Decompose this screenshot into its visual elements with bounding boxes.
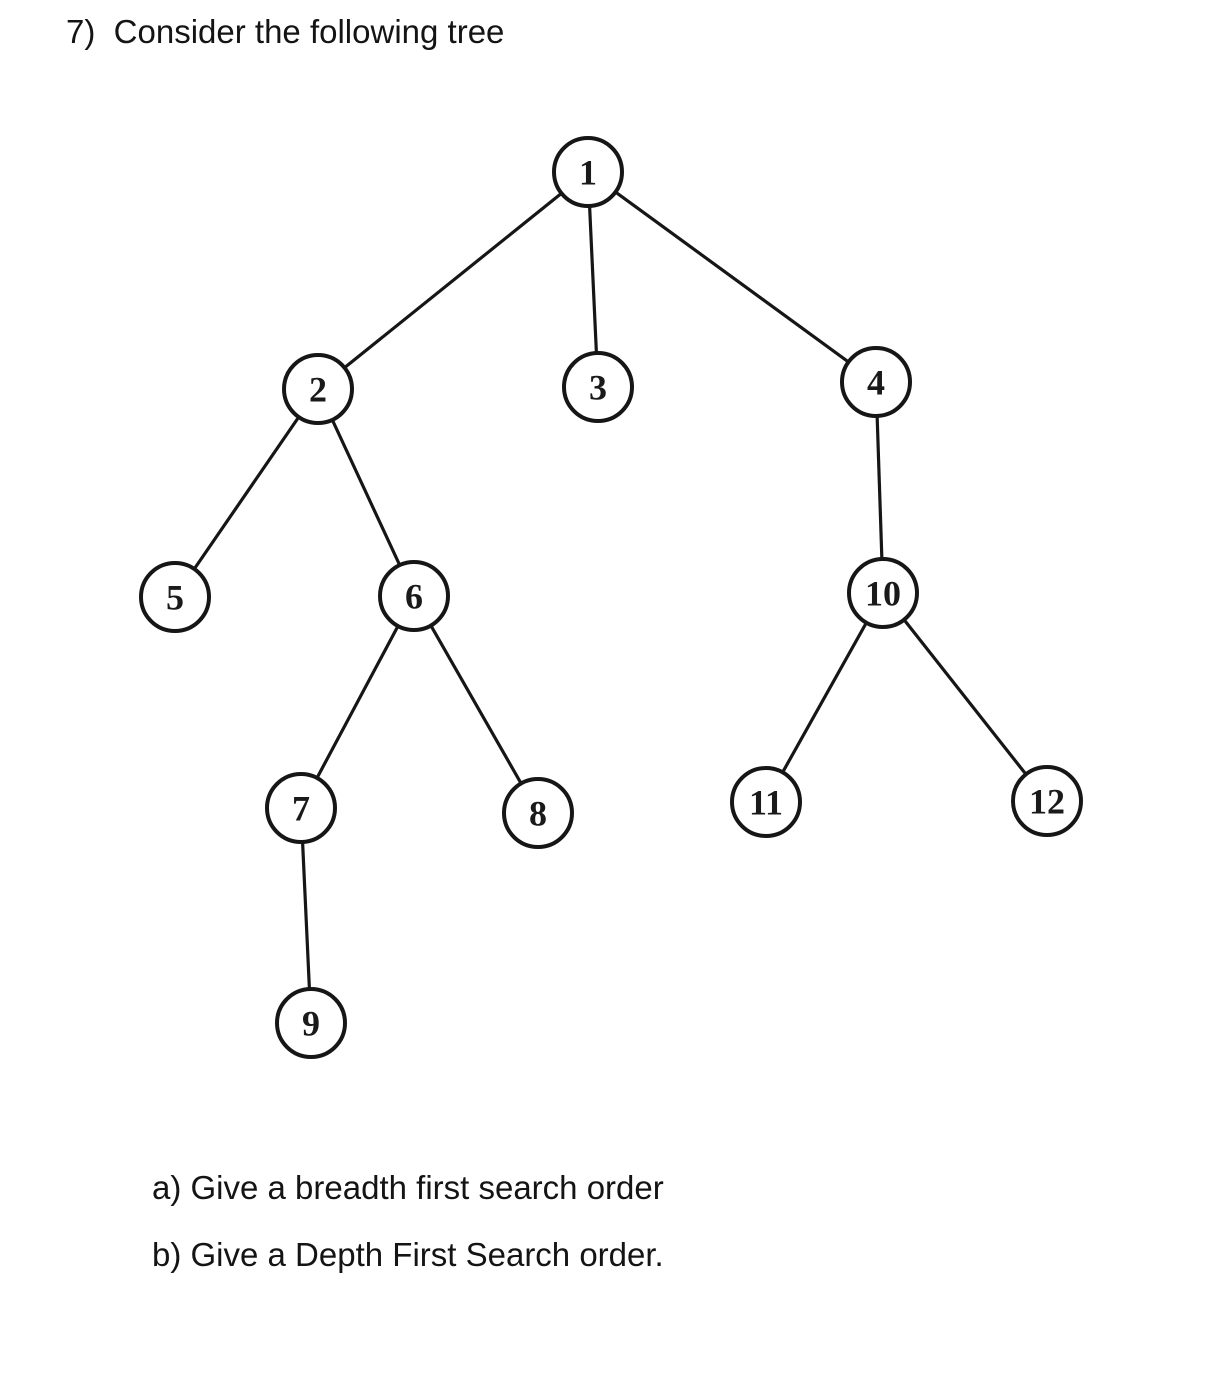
tree-node-label-10: 10 — [865, 574, 901, 614]
question-a: a) Give a breadth first search order — [152, 1169, 664, 1206]
tree-node-circle-2 — [282, 353, 354, 425]
tree-node-7: 7 — [265, 772, 337, 844]
tree-node-6: 6 — [378, 560, 450, 632]
tree-node-circle-5 — [139, 561, 211, 633]
tree-node-label-4: 4 — [867, 363, 885, 403]
tree-edge-10-11 — [764, 591, 885, 804]
tree-edge-6-7 — [299, 594, 416, 810]
tree-node-label-12: 12 — [1029, 782, 1065, 822]
tree-node-8: 8 — [502, 777, 574, 849]
tree-node-12: 12 — [1011, 765, 1083, 837]
tree-node-circle-6 — [378, 560, 450, 632]
tree-node-circle-12 — [1011, 765, 1083, 837]
tree-node-10: 10 — [847, 557, 919, 629]
tree-node-3: 3 — [562, 351, 634, 423]
tree-node-label-11: 11 — [749, 783, 783, 823]
tree-node-label-5: 5 — [166, 578, 184, 618]
tree-edge-6-8 — [412, 594, 540, 815]
tree-node-2: 2 — [282, 353, 354, 425]
question-b: b) Give a Depth First Search order. — [152, 1236, 664, 1273]
tree-node-9: 9 — [275, 987, 347, 1059]
tree-node-label-8: 8 — [529, 794, 547, 834]
tree-node-label-2: 2 — [309, 370, 327, 410]
tree-node-circle-9 — [275, 987, 347, 1059]
tree-node-label-1: 1 — [579, 153, 597, 193]
tree-node-circle-10 — [847, 557, 919, 629]
tree-edge-10-12 — [881, 591, 1049, 803]
tree-edge-1-4 — [586, 170, 878, 384]
tree-node-circle-4 — [840, 346, 912, 418]
tree-node-circle-11 — [730, 766, 802, 838]
tree-edge-2-5 — [173, 387, 320, 599]
tree-node-circle-8 — [502, 777, 574, 849]
tree-node-11: 11 — [730, 766, 802, 838]
tree-node-label-7: 7 — [292, 789, 310, 829]
tree-node-circle-1 — [552, 136, 624, 208]
tree-edge-1-2 — [316, 170, 590, 391]
tree-edge-2-6 — [316, 387, 416, 598]
tree-node-circle-7 — [265, 772, 337, 844]
tree-node-circle-3 — [562, 351, 634, 423]
tree-node-label-3: 3 — [589, 368, 607, 408]
tree-node-label-9: 9 — [302, 1004, 320, 1044]
tree-node-label-6: 6 — [405, 577, 423, 617]
question-number-title: 7) Consider the following tree — [66, 13, 505, 50]
tree-node-5: 5 — [139, 561, 211, 633]
tree-node-4: 4 — [840, 346, 912, 418]
tree-node-1: 1 — [552, 136, 624, 208]
